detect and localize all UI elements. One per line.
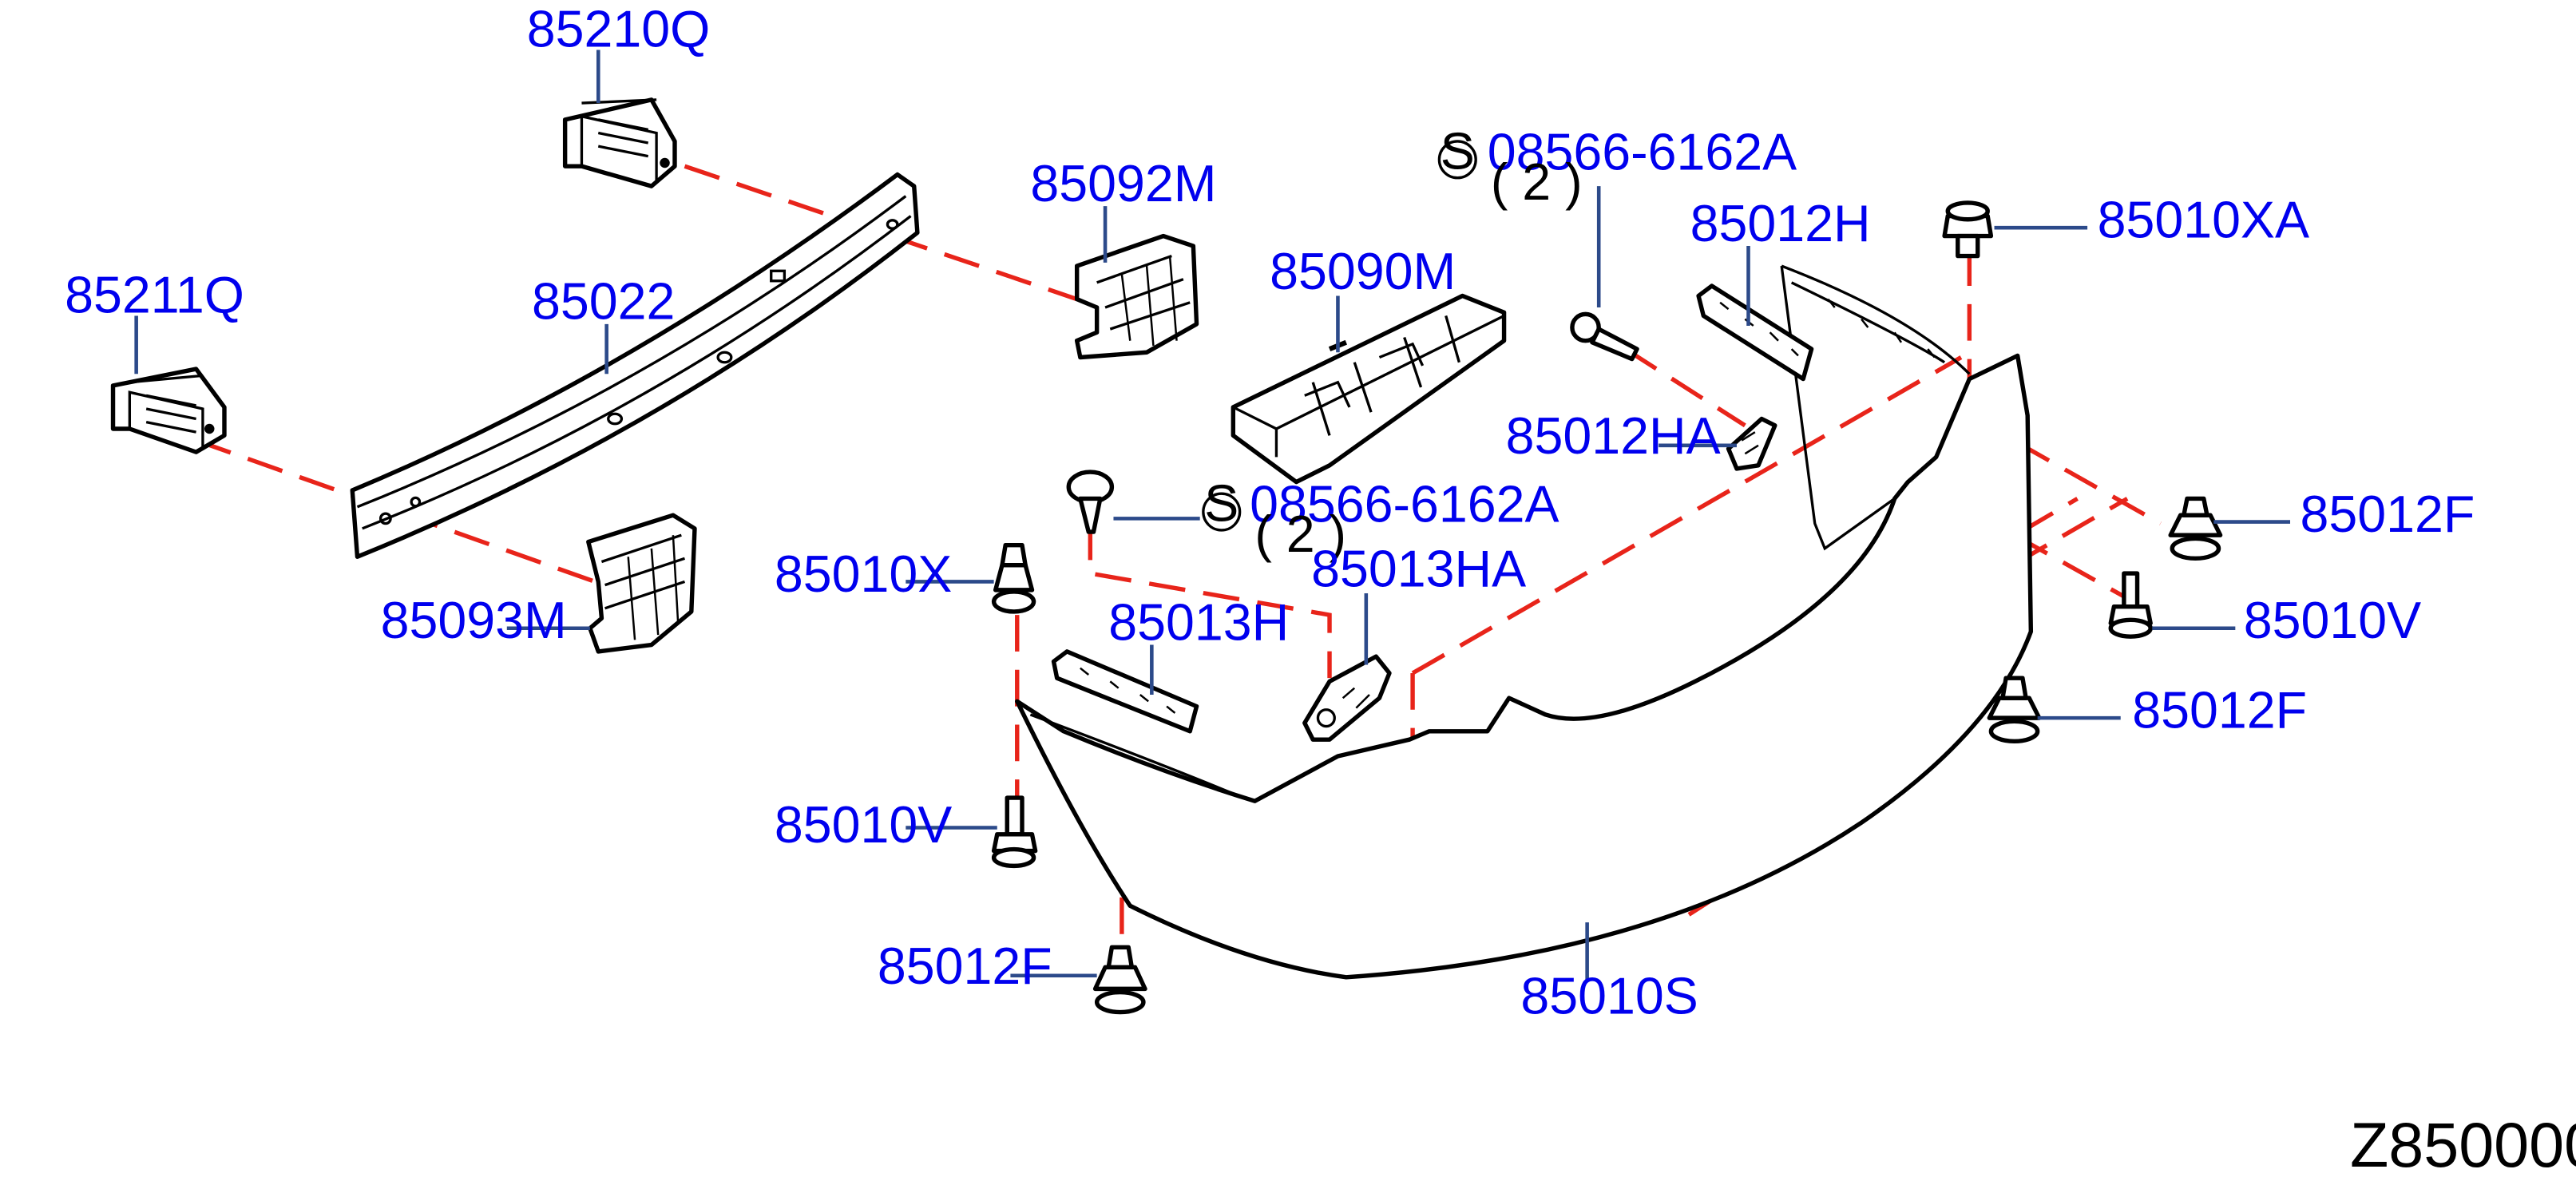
label-85010V-right: 85010V — [2244, 592, 2421, 649]
clip-85012F-left — [1092, 945, 1147, 1015]
bracket-85211Q — [110, 367, 227, 454]
label-85022: 85022 — [532, 273, 675, 331]
label-screw-mid: 08566-6162A — [1250, 476, 1559, 533]
label-85010X: 85010X — [775, 545, 952, 603]
label-85010XA: 85010XA — [2098, 192, 2309, 249]
clip-85012F-right-low — [1987, 676, 2042, 743]
clip-85012F-right-top — [2168, 496, 2223, 561]
label-85093M: 85093M — [381, 592, 567, 649]
label-85012HA: 85012HA — [1506, 407, 1721, 465]
label-85012F-right-top: 85012F — [2301, 485, 2475, 543]
label-85010V-left: 85010V — [775, 796, 952, 854]
label-screw-top: 08566-6162A — [1488, 123, 1797, 180]
part-labels: 85210Q 85211Q 85022 85092M 85093M 85090M… — [65, 0, 2576, 1180]
label-85010S: 85010S — [1520, 968, 1698, 1025]
bumper-reinforcement-85022 — [350, 172, 920, 559]
bracket-85210Q — [562, 97, 677, 188]
s-mark-mid: S — [1202, 475, 1242, 533]
bracket-85013H — [1051, 649, 1199, 734]
label-85012H: 85012H — [1690, 195, 1871, 252]
bracket-85013HA — [1302, 654, 1392, 742]
label-85092M: 85092M — [1030, 155, 1216, 212]
s-mark-top: S — [1437, 122, 1477, 180]
bracket-85012HA — [1726, 416, 1777, 471]
screw-mid — [1066, 470, 1115, 534]
clip-85010X — [991, 542, 1036, 614]
energy-absorber-85093M — [586, 513, 697, 654]
svg-text:S: S — [1204, 475, 1238, 533]
label-85012F-right-low: 85012F — [2132, 682, 2307, 739]
label-85013H: 85013H — [1108, 593, 1289, 651]
bumper-fascia-85010S — [1015, 264, 2034, 980]
label-screw-mid-qty: ( 2 ) — [1254, 505, 1346, 563]
label-85090M: 85090M — [1270, 243, 1456, 300]
label-screw-top-qty: ( 2 ) — [1491, 153, 1583, 211]
bracket-85012H — [1696, 283, 1814, 382]
figure-code: Z850000T — [2350, 1109, 2576, 1180]
energy-absorber-85090M — [1231, 293, 1507, 485]
label-85012F-left: 85012F — [878, 937, 1052, 995]
bolt-85010V-left — [991, 795, 1038, 869]
label-85211Q: 85211Q — [65, 266, 244, 323]
svg-text:S: S — [1441, 122, 1475, 180]
energy-absorber-85092M — [1074, 233, 1199, 360]
bolt-85010V-right — [2108, 571, 2153, 639]
screw-top — [1570, 311, 1639, 362]
label-85013HA: 85013HA — [1311, 541, 1526, 598]
label-85210Q: 85210Q — [527, 0, 711, 57]
leader-lines — [134, 50, 2291, 981]
grommet-85010XA — [1942, 200, 1994, 259]
